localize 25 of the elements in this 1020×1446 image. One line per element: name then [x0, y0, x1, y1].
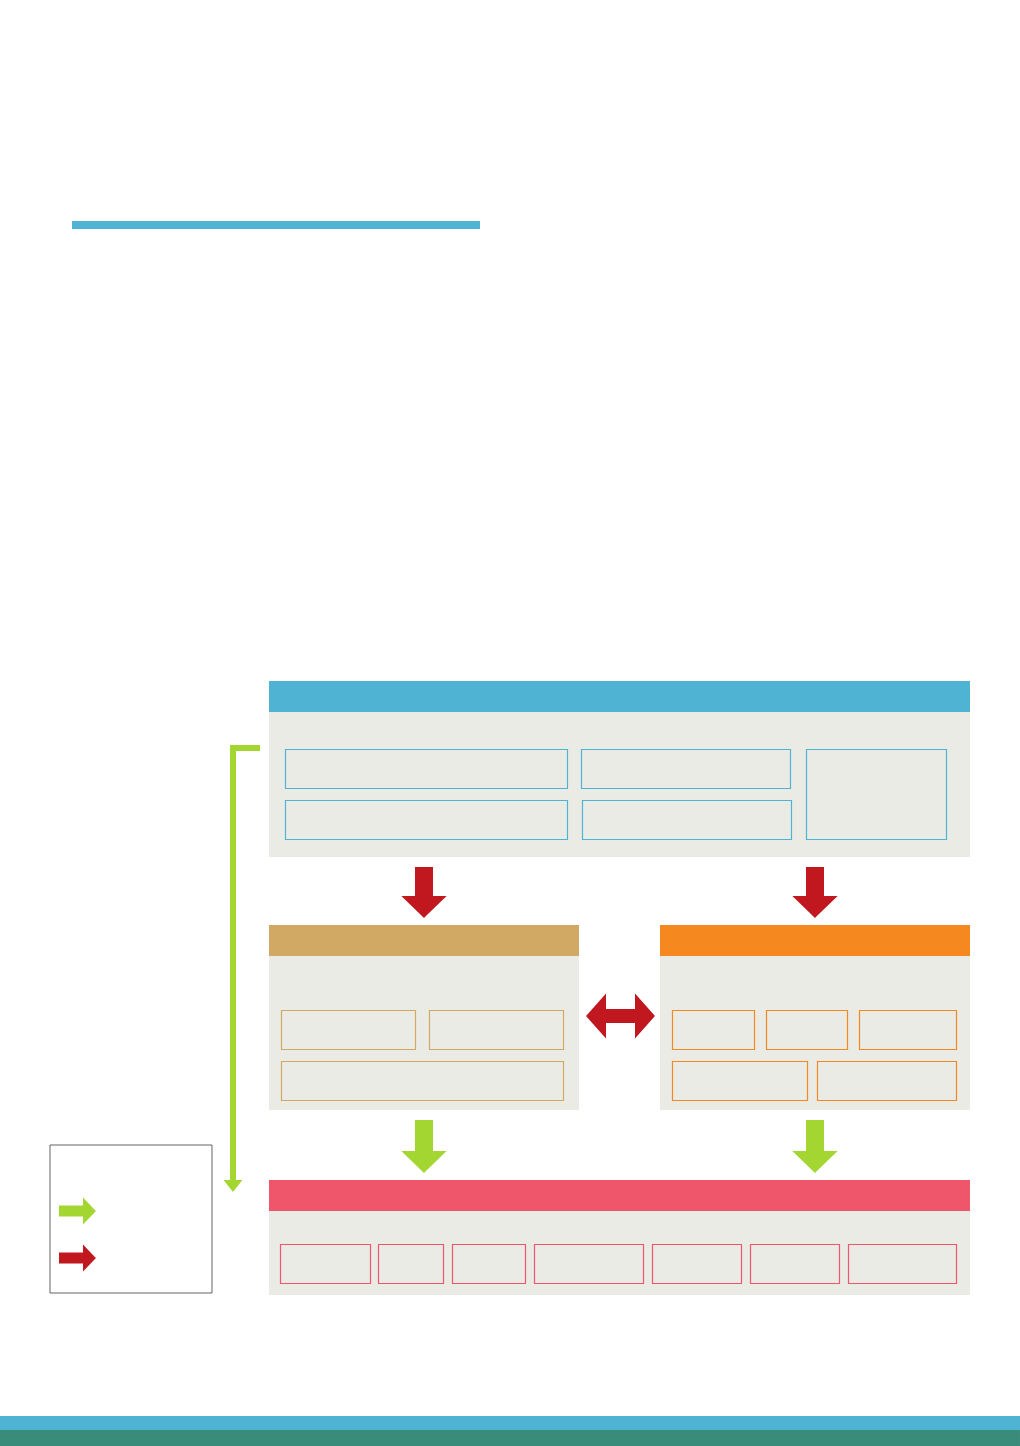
- panel: [269, 1180, 970, 1295]
- inner-box: [651, 1243, 743, 1285]
- inner-box: [581, 799, 793, 841]
- inner-box: [847, 1243, 958, 1285]
- inner-box: [284, 799, 569, 841]
- inner-box: [377, 1243, 445, 1285]
- inner-box: [816, 1060, 958, 1102]
- arrow: [586, 993, 655, 1039]
- inner-box: [280, 1060, 565, 1102]
- inner-box: [428, 1009, 565, 1051]
- inner-box: [451, 1243, 527, 1285]
- inner-box: [765, 1009, 849, 1051]
- panel: [269, 681, 970, 857]
- inner-box: [671, 1009, 756, 1051]
- inner-box: [580, 748, 792, 790]
- inner-box: [749, 1243, 841, 1285]
- inner-box: [284, 748, 569, 790]
- inner-box: [671, 1060, 809, 1102]
- inner-box: [279, 1243, 372, 1285]
- inner-box: [280, 1009, 417, 1051]
- panel: [660, 925, 970, 1110]
- inner-box: [805, 748, 948, 841]
- inner-box: [858, 1009, 958, 1051]
- panel: [269, 925, 579, 1110]
- inner-box: [533, 1243, 645, 1285]
